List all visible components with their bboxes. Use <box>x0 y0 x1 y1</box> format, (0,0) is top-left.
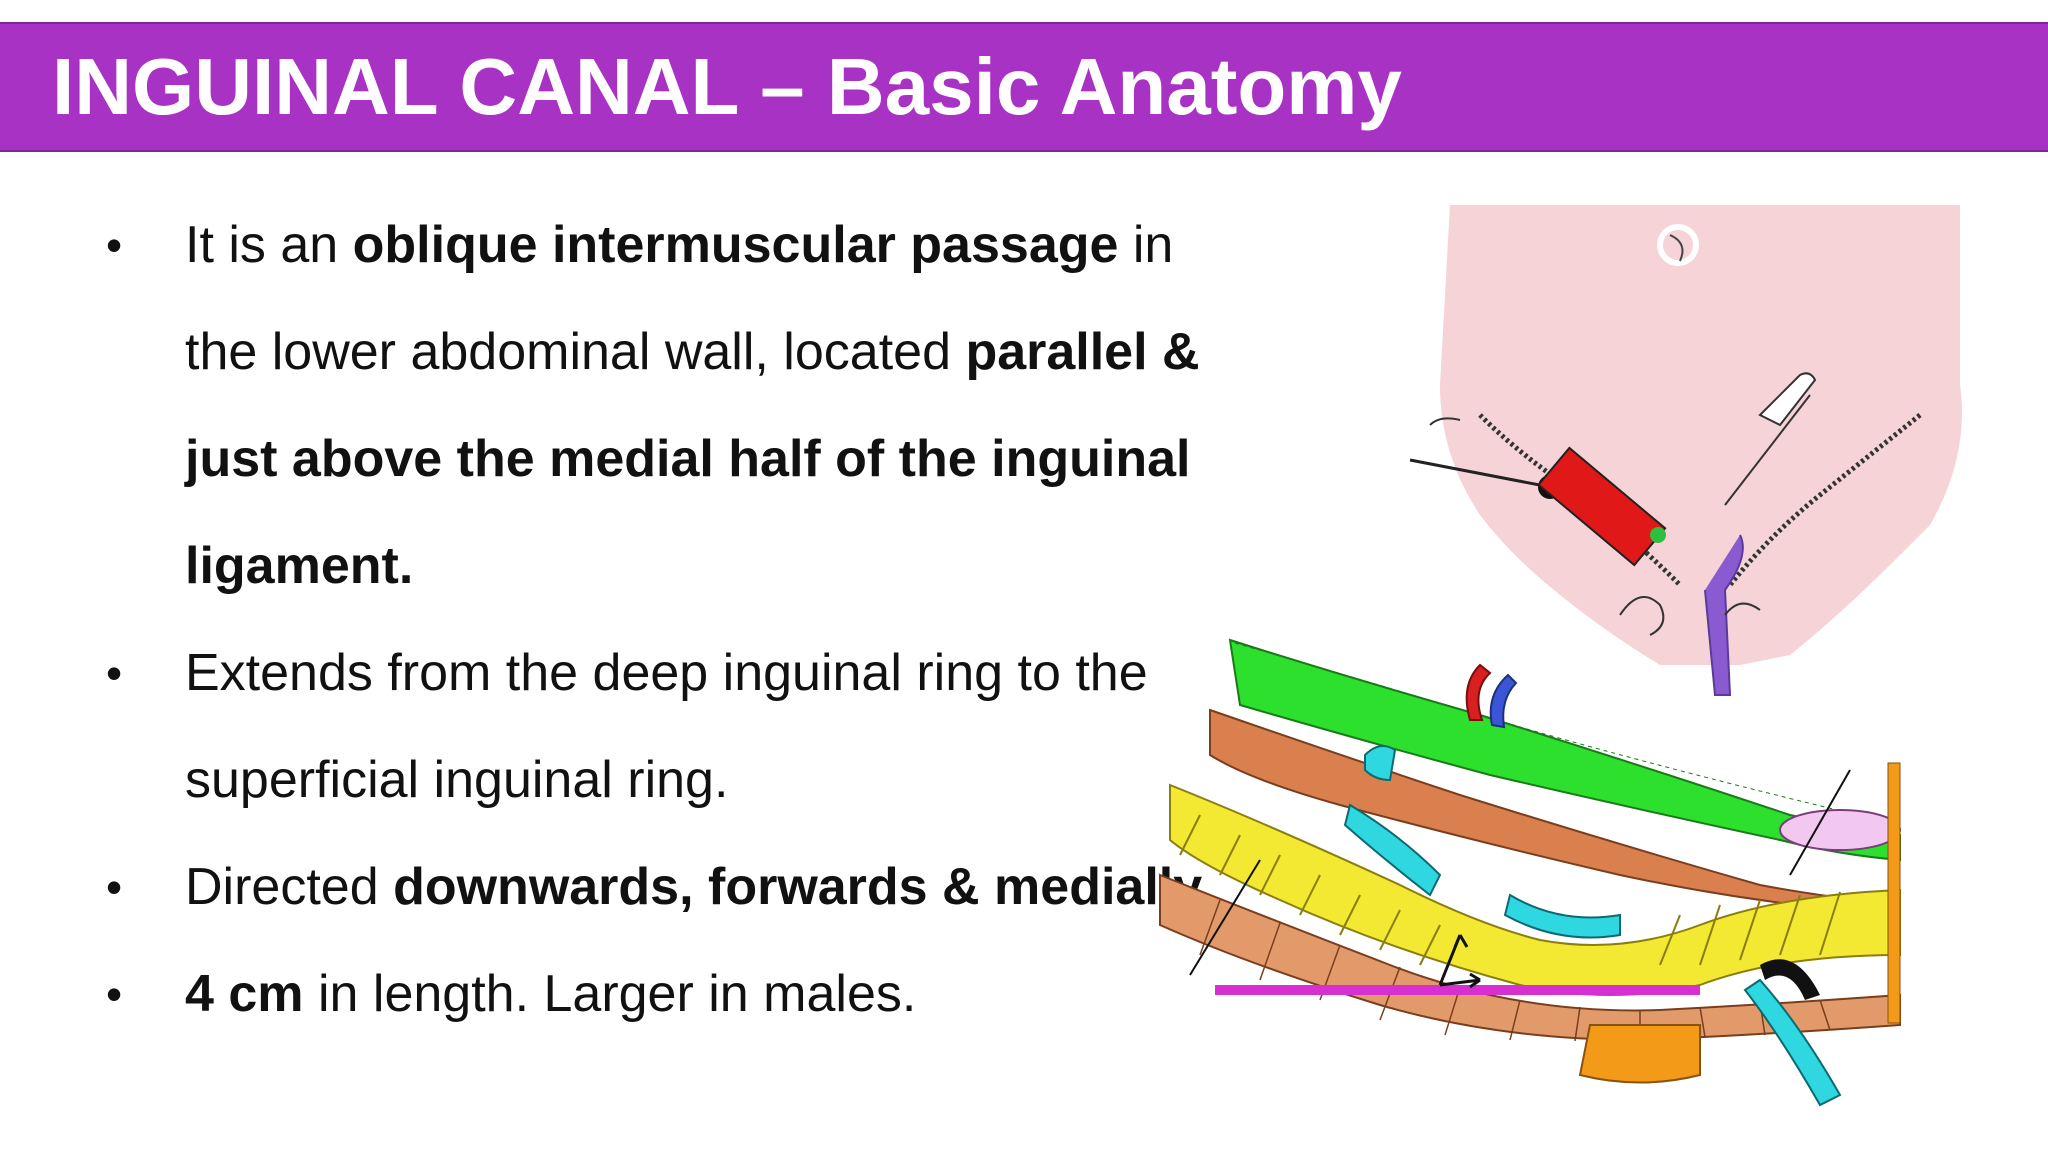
bullet-item: •It is an oblique intermuscular passage … <box>100 192 1230 620</box>
bullet-item: • Directed downwards, forwards & medially… <box>100 834 1230 941</box>
bullet-text: Extends from the deep inguinal ring to t… <box>185 644 1148 809</box>
title-bar: INGUINAL CANAL – Basic Anatomy <box>0 22 2048 152</box>
bullet-icon: • <box>106 968 123 1020</box>
bullet-item: • 4 cm in length. Larger in males. <box>100 941 1230 1048</box>
bullet-text-bold: 4 cm <box>185 965 304 1023</box>
bullet-text-bold: downwards, forwards & medially <box>393 858 1203 916</box>
slide-title: INGUINAL CANAL – Basic Anatomy <box>52 42 1402 131</box>
bullet-text: Directed <box>185 858 394 916</box>
bullet-item: • Extends from the deep inguinal ring to … <box>100 620 1230 834</box>
bullet-list: •It is an oblique intermuscular passage … <box>100 192 1230 1048</box>
bullet-icon: • <box>106 647 123 699</box>
bullet-icon: • <box>106 861 123 913</box>
bullet-text-bold: parallel & just above the medial half of… <box>185 323 1200 595</box>
bullet-text: It is an <box>185 216 353 274</box>
bullet-text-bold: oblique intermuscular passage <box>352 216 1119 274</box>
bullet-icon: • <box>106 219 123 271</box>
torso-diagram-icon <box>1409 205 1962 696</box>
inguinal-canal-layers-diagram-icon <box>1159 638 1901 1107</box>
anatomy-figure <box>1140 195 1970 1145</box>
bullet-text: in the lower abdominal wall, located <box>185 216 1174 381</box>
bullet-text: in length. Larger in males. <box>303 965 917 1023</box>
